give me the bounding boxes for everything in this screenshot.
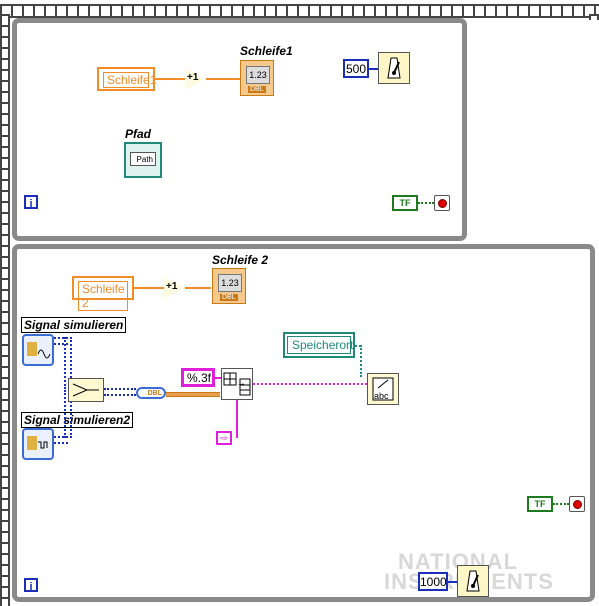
schleife1-string-constant[interactable]: Schleife1 <box>97 67 156 91</box>
signal-simulieren-label: Signal simulieren <box>21 317 127 333</box>
path-text: Path <box>130 152 156 166</box>
format-string-constant[interactable]: %.3f <box>181 368 215 387</box>
write-to-text-file-icon[interactable]: abc <box>367 373 399 405</box>
pfad-path-control[interactable]: Path <box>124 142 162 178</box>
schleife2-indicator-label: Schleife 2 <box>212 253 269 267</box>
schleife2-numeric-indicator[interactable]: 1.23 DBL <box>212 268 246 304</box>
iteration-terminal-icon: i <box>24 578 38 593</box>
schleife1-numeric-indicator[interactable]: 1.23 DBL <box>240 60 274 96</box>
wire <box>54 436 68 444</box>
wire <box>253 383 367 387</box>
wire <box>360 345 364 377</box>
wait-ms-function-icon[interactable] <box>457 565 489 597</box>
schleife2-constant-text: Schleife 2 <box>78 281 128 311</box>
simulate-signal-1-icon[interactable] <box>22 334 54 366</box>
sequence-frame-left-border <box>0 14 10 606</box>
simulate-signal-2-icon[interactable] <box>22 428 54 460</box>
wire <box>54 337 68 345</box>
wire <box>64 337 72 389</box>
wait-ms-function-icon[interactable] <box>378 52 410 84</box>
iteration-terminal-icon: i <box>24 195 38 210</box>
array-to-spreadsheet-string-icon[interactable]: → <box>221 368 253 400</box>
schleife1-indicator-label: Schleife1 <box>240 44 293 58</box>
wire <box>236 400 238 438</box>
write-label: abc <box>374 391 389 401</box>
stop-condition-icon[interactable] <box>569 496 585 512</box>
increment-label: +1 <box>166 281 178 292</box>
wire <box>553 503 569 507</box>
wire <box>64 390 72 438</box>
speicherort-path-constant[interactable]: Speicherort <box>283 332 355 358</box>
increment-function[interactable] <box>185 68 205 90</box>
signal-simulieren2-label: Signal simulieren2 <box>21 412 134 428</box>
wait-ms-constant-500[interactable]: 500 <box>343 59 369 78</box>
indicator-value: 1.23 <box>218 274 242 292</box>
sequence-frame-top-border <box>0 4 599 18</box>
wire <box>185 287 211 289</box>
wire <box>215 377 223 379</box>
svg-text:→: → <box>236 378 246 389</box>
wire <box>134 287 164 289</box>
speicherort-text: Speicherort <box>287 336 353 354</box>
wait-ms-constant-1000[interactable]: 1000 <box>418 572 448 591</box>
wire <box>448 581 458 583</box>
stop-boolean-terminal[interactable]: TF <box>392 195 418 211</box>
wire <box>206 78 240 80</box>
wire <box>355 345 361 349</box>
pfad-label: Pfad <box>125 127 152 141</box>
convert-from-dynamic-data-icon[interactable]: DBL <box>136 387 166 399</box>
schleife1-constant-text: Schleife1 <box>103 72 156 88</box>
stop-condition-icon[interactable] <box>434 195 450 211</box>
sequence-frame-right-border <box>589 14 599 20</box>
wire <box>155 78 185 80</box>
wire <box>104 388 136 396</box>
wire <box>166 392 220 397</box>
merge-signals-icon[interactable] <box>68 378 104 402</box>
indicator-type: DBL <box>220 294 238 301</box>
indicator-value: 1.23 <box>246 66 270 84</box>
wire <box>418 202 434 206</box>
increment-function[interactable] <box>164 277 184 299</box>
stop-boolean-terminal[interactable]: TF <box>527 496 553 512</box>
indicator-type: DBL <box>248 86 266 93</box>
schleife2-string-constant[interactable]: Schleife 2 <box>72 276 134 311</box>
wire <box>369 68 379 70</box>
increment-label: +1 <box>187 72 199 83</box>
delimiter-constant[interactable]: ⇨ <box>216 431 232 445</box>
